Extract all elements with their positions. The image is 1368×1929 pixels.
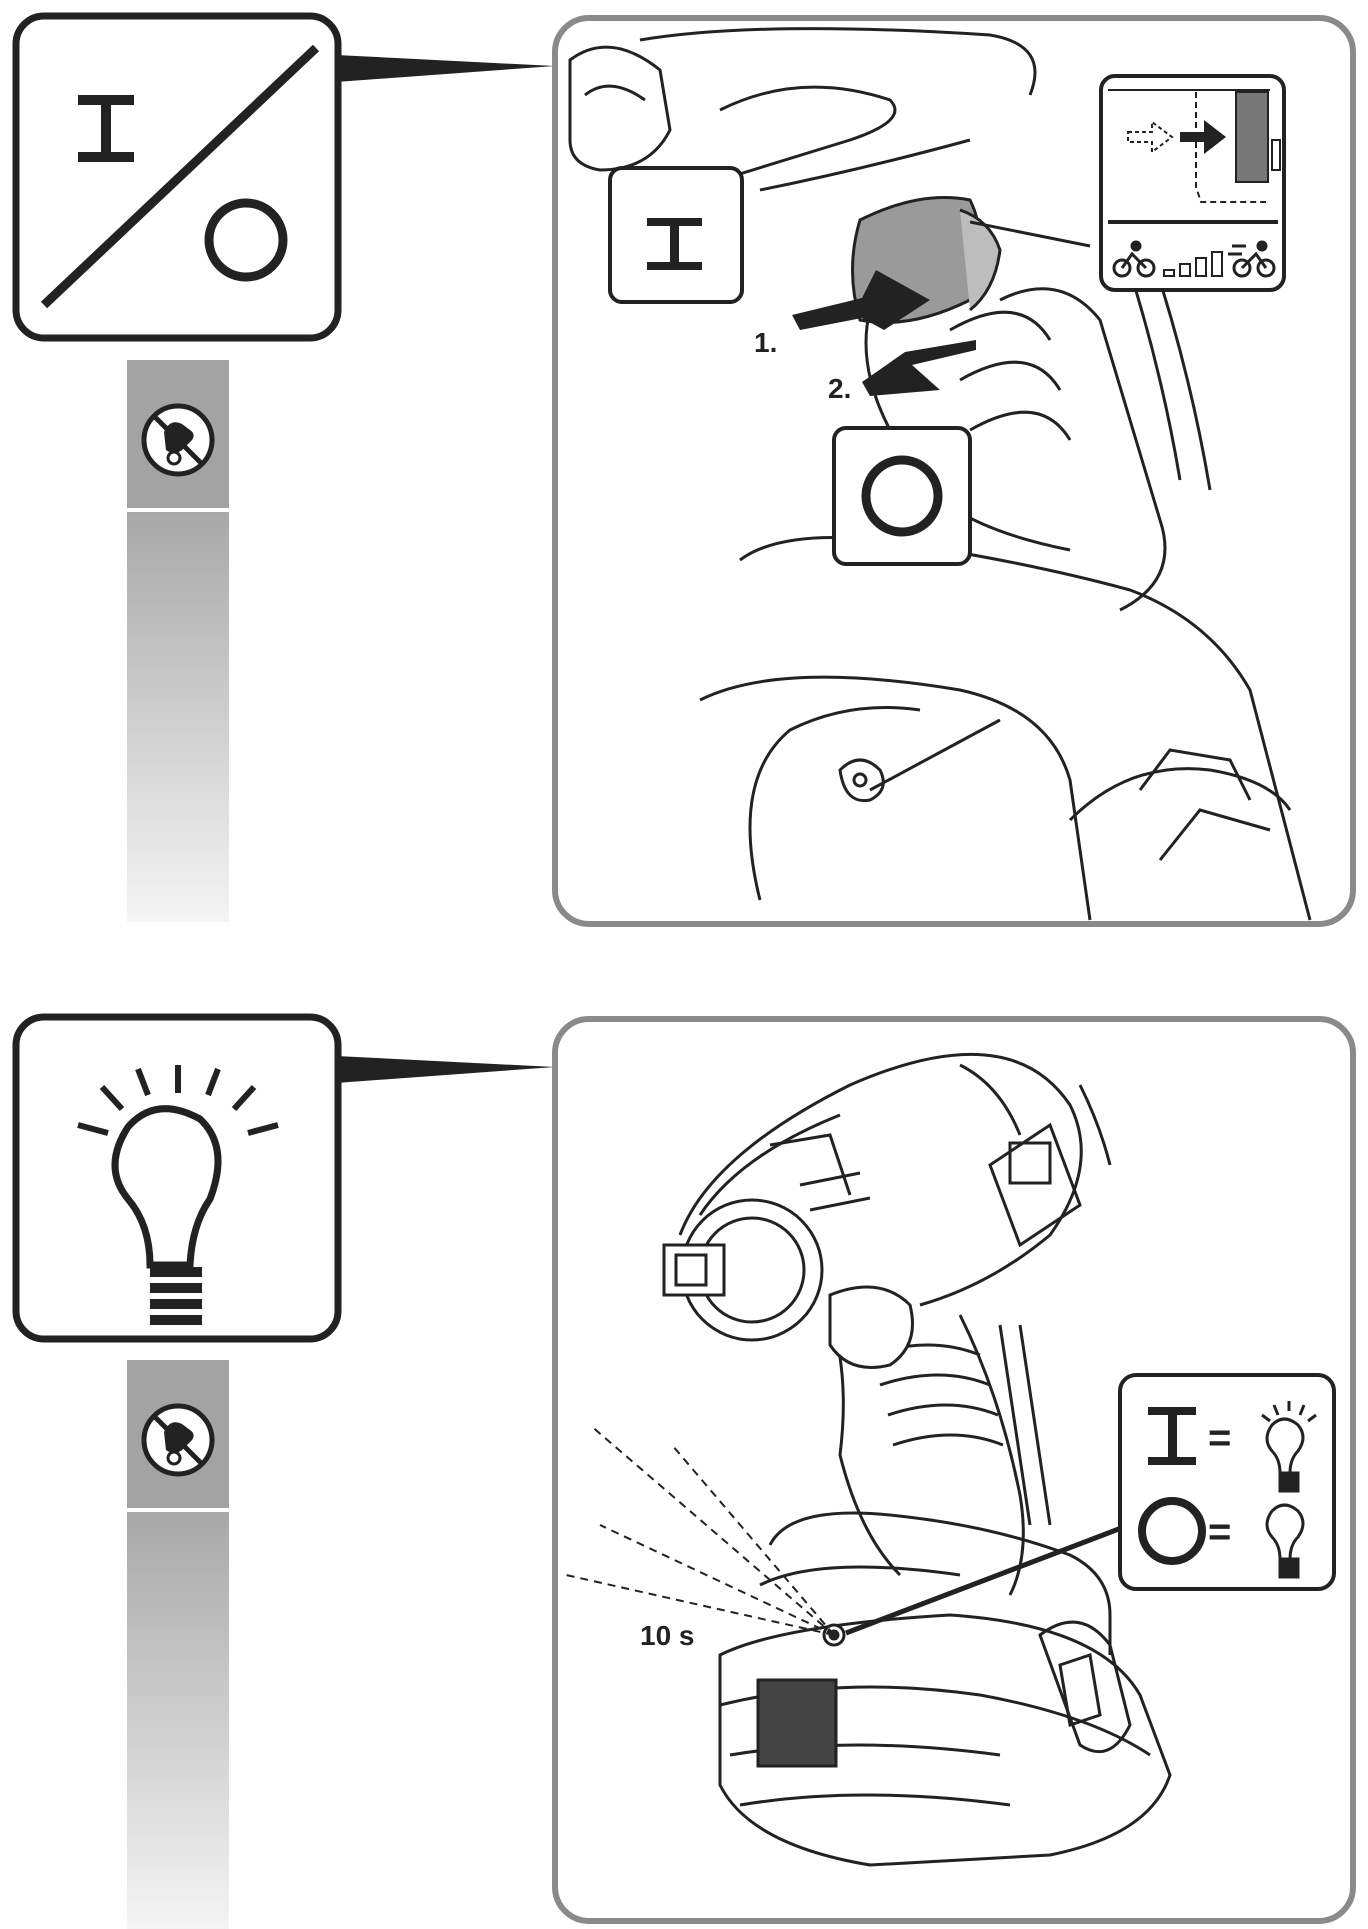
power-switch-section: 1. 2.	[0, 0, 1368, 935]
impact-wrench-illustration	[662, 1052, 1172, 1867]
push-arrow-icon	[792, 270, 930, 330]
legend-equals-on: =	[1208, 1416, 1231, 1460]
cyclist-fast-icon	[1228, 240, 1276, 278]
no-hand-touch-icon	[141, 1403, 215, 1477]
on-off-symbol-icon	[12, 12, 342, 342]
step-1-label: 1.	[754, 327, 777, 358]
speed-selector-inset	[969, 74, 1286, 292]
work-light-section: 10 s = =	[0, 985, 1368, 1929]
speed-bars-icon	[1163, 251, 1223, 277]
no-hand-touch-icon	[141, 403, 215, 477]
side-strip	[127, 360, 229, 922]
on-label-icon	[608, 166, 744, 304]
slide-arrow-icon	[862, 340, 976, 396]
step-2-label: 2.	[828, 373, 851, 404]
legend-pointer	[845, 1524, 1125, 1636]
callout-pointer	[336, 1056, 555, 1083]
legend-equals-off: =	[1208, 1510, 1231, 1554]
bulb-on-icon	[1261, 1401, 1317, 1493]
light-rays	[565, 1424, 835, 1636]
off-label-icon	[832, 426, 972, 566]
bulb-off-icon	[1265, 1503, 1305, 1579]
light-bulb-symbol-icon	[12, 1013, 342, 1343]
callout-pointer	[336, 55, 555, 82]
light-duration-label: 10 s	[640, 1620, 695, 1651]
cyclist-slow-icon	[1112, 240, 1156, 278]
illustration-frame	[552, 1016, 1356, 1924]
